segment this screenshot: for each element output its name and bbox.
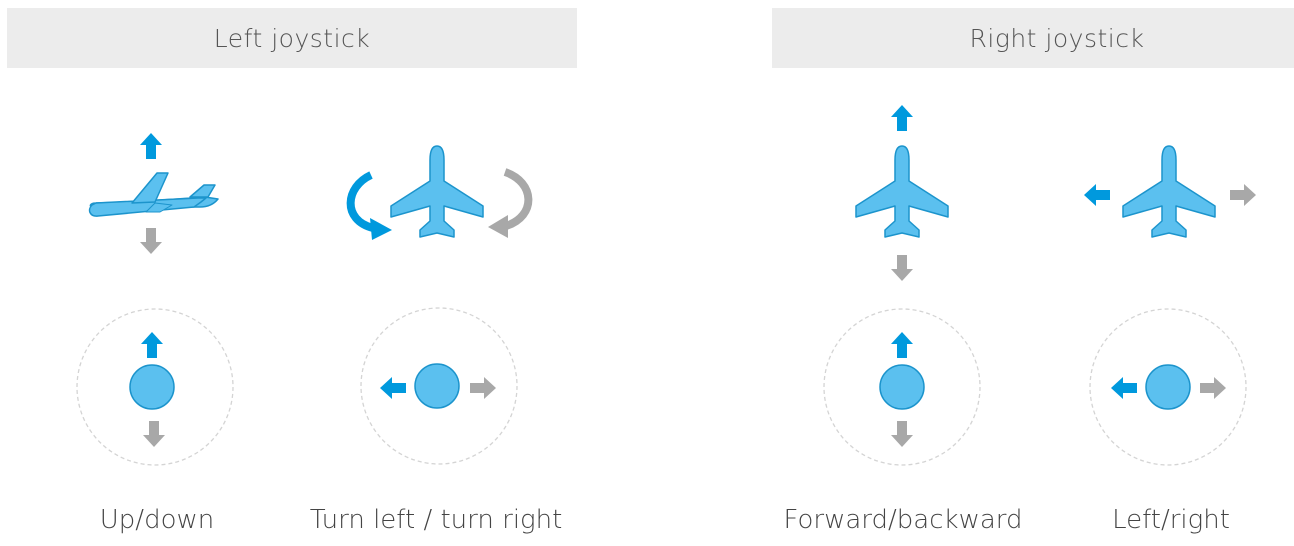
arrow-up-icon: [140, 133, 162, 159]
rotate-right-arrow-icon: [488, 168, 533, 238]
joystick-range-circle: [76, 308, 234, 466]
joystick-range-circle: [1089, 308, 1247, 466]
airplane-top-icon: [855, 145, 949, 238]
arrow-down-icon: [140, 228, 162, 254]
caption-up-down: Up/down: [99, 505, 215, 535]
rotate-left-arrow-icon: [346, 171, 392, 240]
joystick-stick-icon: [879, 364, 925, 410]
arrow-right-icon: [1200, 377, 1226, 399]
caption-turn: Turn left / turn right: [309, 505, 563, 535]
turn-column: [346, 145, 533, 465]
joystick-stick-icon: [414, 363, 460, 409]
joystick-range-circle: [823, 308, 981, 466]
right-joystick-header: Right joystick: [772, 8, 1294, 68]
airplane-top-icon: [1122, 145, 1216, 238]
airplane-top-icon: [390, 145, 484, 238]
joystick-range-circle: [360, 307, 518, 465]
caption-left-right: Left/right: [1112, 505, 1230, 535]
left-right-column: [1084, 145, 1256, 466]
arrow-down-icon: [891, 255, 913, 281]
arrow-right-icon: [1230, 184, 1256, 206]
arrow-up-icon: [891, 332, 913, 358]
forward-backward-column: [823, 105, 981, 466]
arrow-left-icon: [380, 377, 406, 399]
arrow-down-icon: [143, 421, 165, 447]
arrow-up-icon: [141, 332, 163, 358]
left-joystick-title: Left joystick: [213, 23, 371, 53]
up-down-column: [76, 133, 234, 466]
arrow-left-icon: [1111, 377, 1137, 399]
caption-forward-backward: Forward/backward: [783, 505, 1023, 535]
arrow-left-icon: [1084, 184, 1110, 206]
arrow-up-icon: [891, 105, 913, 131]
arrow-down-icon: [891, 421, 913, 447]
airplane-side-icon: [88, 172, 219, 217]
left-joystick-header: Left joystick: [7, 8, 577, 68]
arrow-right-icon: [470, 377, 496, 399]
right-joystick-title: Right joystick: [969, 23, 1145, 53]
joystick-stick-icon: [129, 364, 175, 410]
joystick-stick-icon: [1145, 364, 1191, 410]
